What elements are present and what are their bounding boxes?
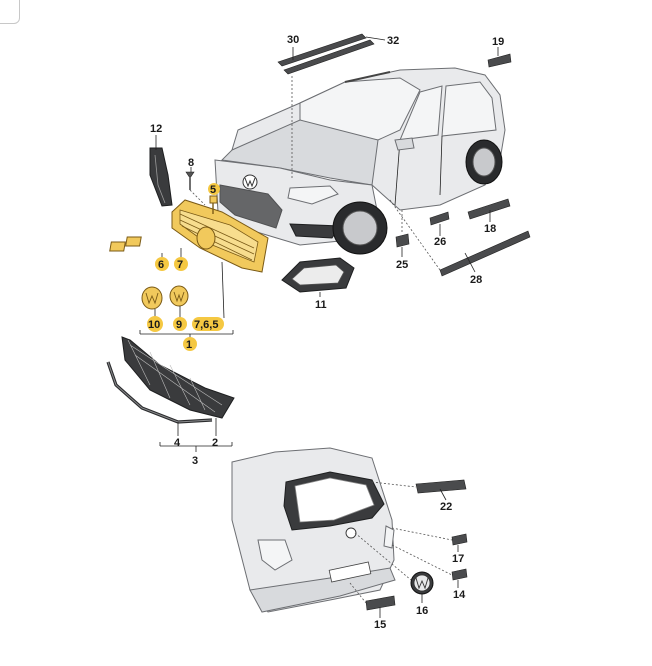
callout-6: 6 (158, 259, 164, 271)
callout-14: 14 (453, 589, 466, 601)
callout-8: 8 (188, 157, 194, 169)
callout-1: 1 (186, 339, 192, 351)
rear-trim-14[interactable] (451, 568, 468, 581)
sill-trim-28[interactable] (439, 230, 531, 277)
callout-9: 9 (176, 319, 182, 331)
callout-15: 15 (374, 619, 386, 631)
callout-30: 30 (287, 34, 299, 46)
rear-trim-15[interactable] (365, 595, 396, 611)
callout-32: 32 (387, 35, 399, 47)
mounting-bracket-7[interactable] (125, 236, 142, 247)
callout-5: 5 (210, 184, 216, 196)
callout-19: 19 (492, 36, 504, 48)
rear-emblem-16[interactable] (410, 571, 434, 595)
callout-28: 28 (470, 274, 482, 286)
callout-22: 22 (440, 501, 452, 513)
callout-25: 25 (396, 259, 408, 271)
window-corner-tab (0, 0, 20, 24)
emblem-9[interactable] (169, 285, 189, 307)
callout-3: 3 (192, 455, 198, 467)
callout-2: 2 (212, 437, 218, 449)
rear-car-illustration (231, 447, 396, 613)
fog-lamp-grille[interactable] (281, 257, 355, 293)
radiator-grille[interactable] (171, 199, 269, 273)
grille-emblem-mount (196, 226, 216, 250)
trim-26[interactable] (429, 211, 450, 226)
callout-12: 12 (150, 123, 162, 135)
bolt[interactable] (209, 195, 218, 214)
callout-7-6-5: 7,6,5 (194, 319, 218, 331)
lower-grille-trim[interactable] (106, 361, 213, 424)
callout-4: 4 (174, 437, 181, 449)
mounting-bracket-6[interactable] (109, 241, 126, 252)
lower-grille[interactable] (121, 336, 235, 419)
rear-trim-22[interactable] (415, 479, 467, 494)
trim-19[interactable] (487, 53, 512, 68)
highlight-markers (147, 183, 224, 351)
callout-7: 7 (177, 259, 183, 271)
callout-18: 18 (484, 223, 496, 235)
callout-16: 16 (416, 605, 428, 617)
grille-side-trim[interactable] (149, 147, 173, 207)
callout-26: 26 (434, 236, 446, 248)
callout-11: 11 (315, 299, 327, 311)
sill-trim-18[interactable] (467, 198, 511, 220)
callout-10: 10 (148, 319, 160, 331)
roof-trim-strips[interactable] (277, 33, 375, 75)
callout-labels: 12 8 5 6 7 10 9 7,6,5 1 30 32 19 18 28 2… (148, 34, 504, 631)
rear-trim-17[interactable] (451, 533, 468, 546)
emblem-10[interactable] (141, 286, 163, 310)
callout-17: 17 (452, 553, 464, 565)
front-car-illustration (214, 67, 506, 255)
screw[interactable] (185, 171, 195, 190)
leader-lines (139, 36, 499, 618)
trim-25[interactable] (395, 233, 410, 248)
